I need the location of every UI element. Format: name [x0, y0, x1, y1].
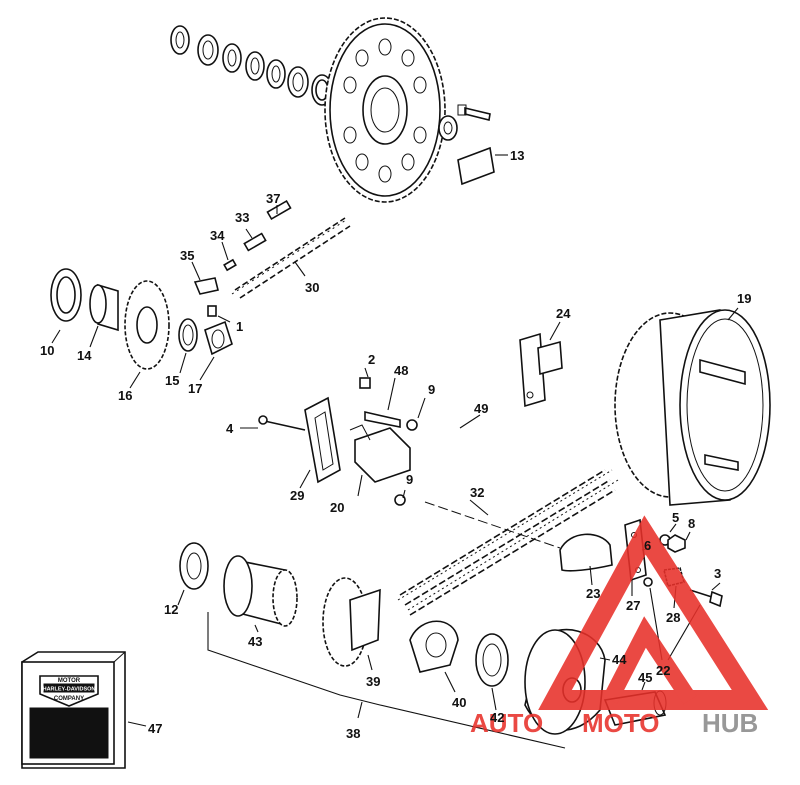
- label-16: 16: [118, 388, 132, 403]
- harley-davidson-logo: [39, 675, 99, 707]
- label-49: 49: [474, 401, 488, 416]
- label-39: 39: [366, 674, 380, 689]
- label-2: 2: [368, 352, 375, 367]
- label-47: 47: [148, 721, 162, 736]
- label-5: 5: [672, 510, 679, 525]
- label-38: 38: [346, 726, 360, 741]
- label-13: 13: [510, 148, 524, 163]
- watermark-auto: AUTO: [470, 708, 543, 738]
- label-37: 37: [266, 191, 280, 206]
- left-sprocket-group: [50, 268, 233, 389]
- label-6: 6: [644, 538, 651, 553]
- label-28: 28: [666, 610, 680, 625]
- label-3: 3: [714, 566, 721, 581]
- label-44: 44: [612, 652, 627, 667]
- rear-axle-bearing-stack: [170, 25, 333, 106]
- box-bottom-text: COMPANY: [54, 696, 84, 702]
- box-top-text: MOTOR: [58, 678, 81, 684]
- label-10: 10: [40, 343, 54, 358]
- label-19: 19: [737, 291, 751, 306]
- label-8: 8: [688, 516, 695, 531]
- chain-adjuster-group: [240, 367, 481, 543]
- label-9b: 9: [406, 472, 413, 487]
- automotohub-watermark: AUTO MOTO HUB: [470, 515, 769, 738]
- label-32: 32: [470, 485, 484, 500]
- label-33: 33: [235, 210, 249, 225]
- label-14: 14: [77, 348, 92, 363]
- label-34: 34: [210, 228, 225, 243]
- label-30: 30: [305, 280, 319, 295]
- label-23: 23: [586, 586, 600, 601]
- label-29: 29: [290, 488, 304, 503]
- product-box: MOTOR HARLEY-DAVIDSON COMPANY: [21, 651, 147, 769]
- label-4: 4: [226, 421, 234, 436]
- watermark-moto: MOTO: [582, 708, 660, 738]
- label-9a: 9: [428, 382, 435, 397]
- label-15: 15: [165, 373, 179, 388]
- label-43: 43: [248, 634, 262, 649]
- label-40: 40: [452, 695, 466, 710]
- part-number-labels: 13 37 33 34 35 30 1 10 14 16 15 17 2 48 …: [40, 148, 751, 741]
- label-24: 24: [556, 306, 571, 321]
- watermark-hub: HUB: [702, 708, 758, 738]
- label-45: 45: [638, 670, 652, 685]
- label-35: 35: [180, 248, 194, 263]
- label-48: 48: [394, 363, 408, 378]
- label-1: 1: [236, 319, 243, 334]
- label-42: 42: [490, 710, 504, 725]
- clutch-shell: [614, 307, 771, 506]
- bracket-24: [519, 321, 563, 408]
- plate-13: [457, 146, 508, 186]
- label-12: 12: [164, 602, 178, 617]
- label-27: 27: [626, 598, 640, 613]
- primary-chain-segment: [191, 199, 351, 299]
- box-mid-text: HARLEY-DAVIDSON: [43, 687, 96, 693]
- label-17: 17: [188, 381, 202, 396]
- label-20: 20: [330, 500, 344, 515]
- label-22: 22: [656, 663, 670, 678]
- drive-chain: [397, 469, 619, 616]
- rear-sprocket: [324, 17, 491, 203]
